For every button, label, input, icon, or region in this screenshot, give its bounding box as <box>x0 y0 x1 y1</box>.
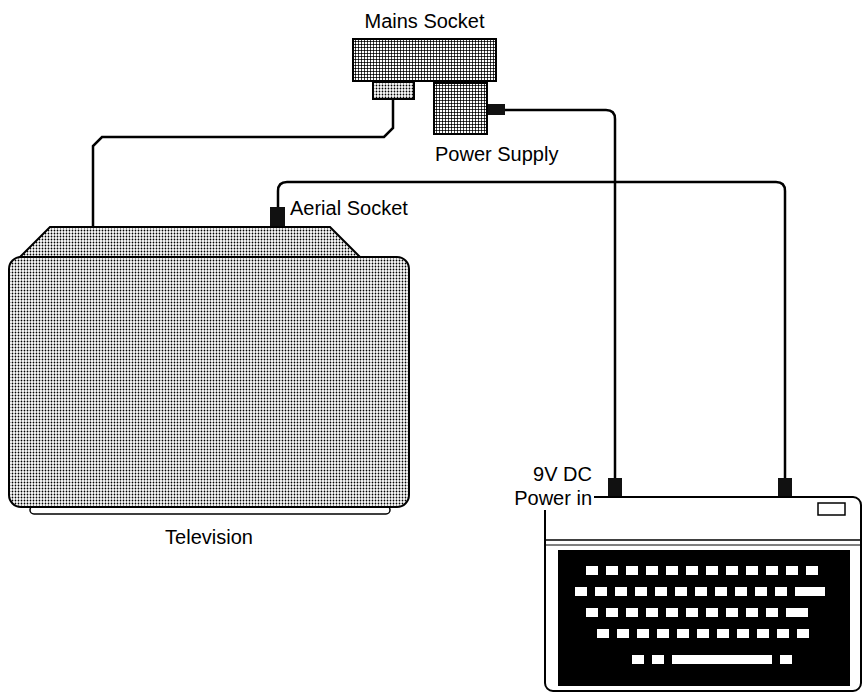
mains-plug <box>373 82 414 99</box>
aerial-socket <box>270 207 285 226</box>
power-plug <box>608 478 622 496</box>
mains-socket: Mains Socket <box>352 38 497 82</box>
port-label: 9V DC Power in <box>480 462 594 510</box>
part-label: Aerial Socket <box>288 196 410 220</box>
television: Television <box>8 226 410 518</box>
power-supply: Power Supply <box>433 82 488 135</box>
node-label: Mains Socket <box>362 10 486 32</box>
dc-connector <box>488 104 505 115</box>
power-lead <box>505 110 615 480</box>
aerial-plug <box>778 478 792 496</box>
television-outline <box>8 226 410 518</box>
computer <box>545 497 861 691</box>
node-label: Power Supply <box>433 143 560 165</box>
node-label: Television <box>163 526 255 548</box>
